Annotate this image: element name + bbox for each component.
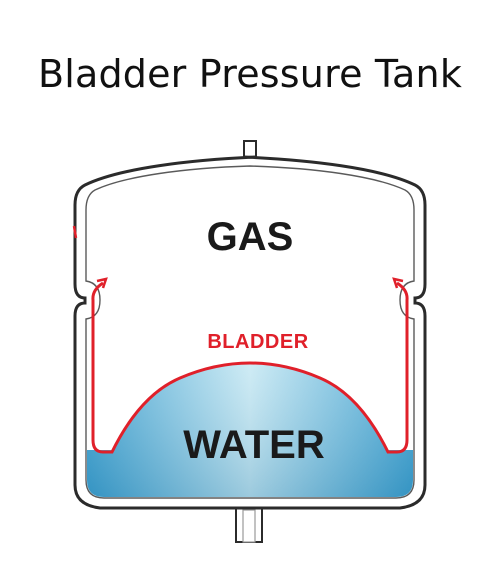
gas-label: GAS xyxy=(207,215,294,259)
bladder-clamp-left-arrow xyxy=(96,277,108,289)
left-edge-red-mark xyxy=(72,225,78,239)
bladder-label: BLADDER xyxy=(207,331,308,353)
bladder-membrane xyxy=(91,281,409,454)
bladder-clamp-right-arrow xyxy=(392,277,404,289)
air-valve-stem xyxy=(243,140,257,158)
diagram-title: Bladder Pressure Tank xyxy=(37,52,463,96)
outlet-pipe xyxy=(235,507,263,543)
water-label: WATER xyxy=(183,423,325,467)
